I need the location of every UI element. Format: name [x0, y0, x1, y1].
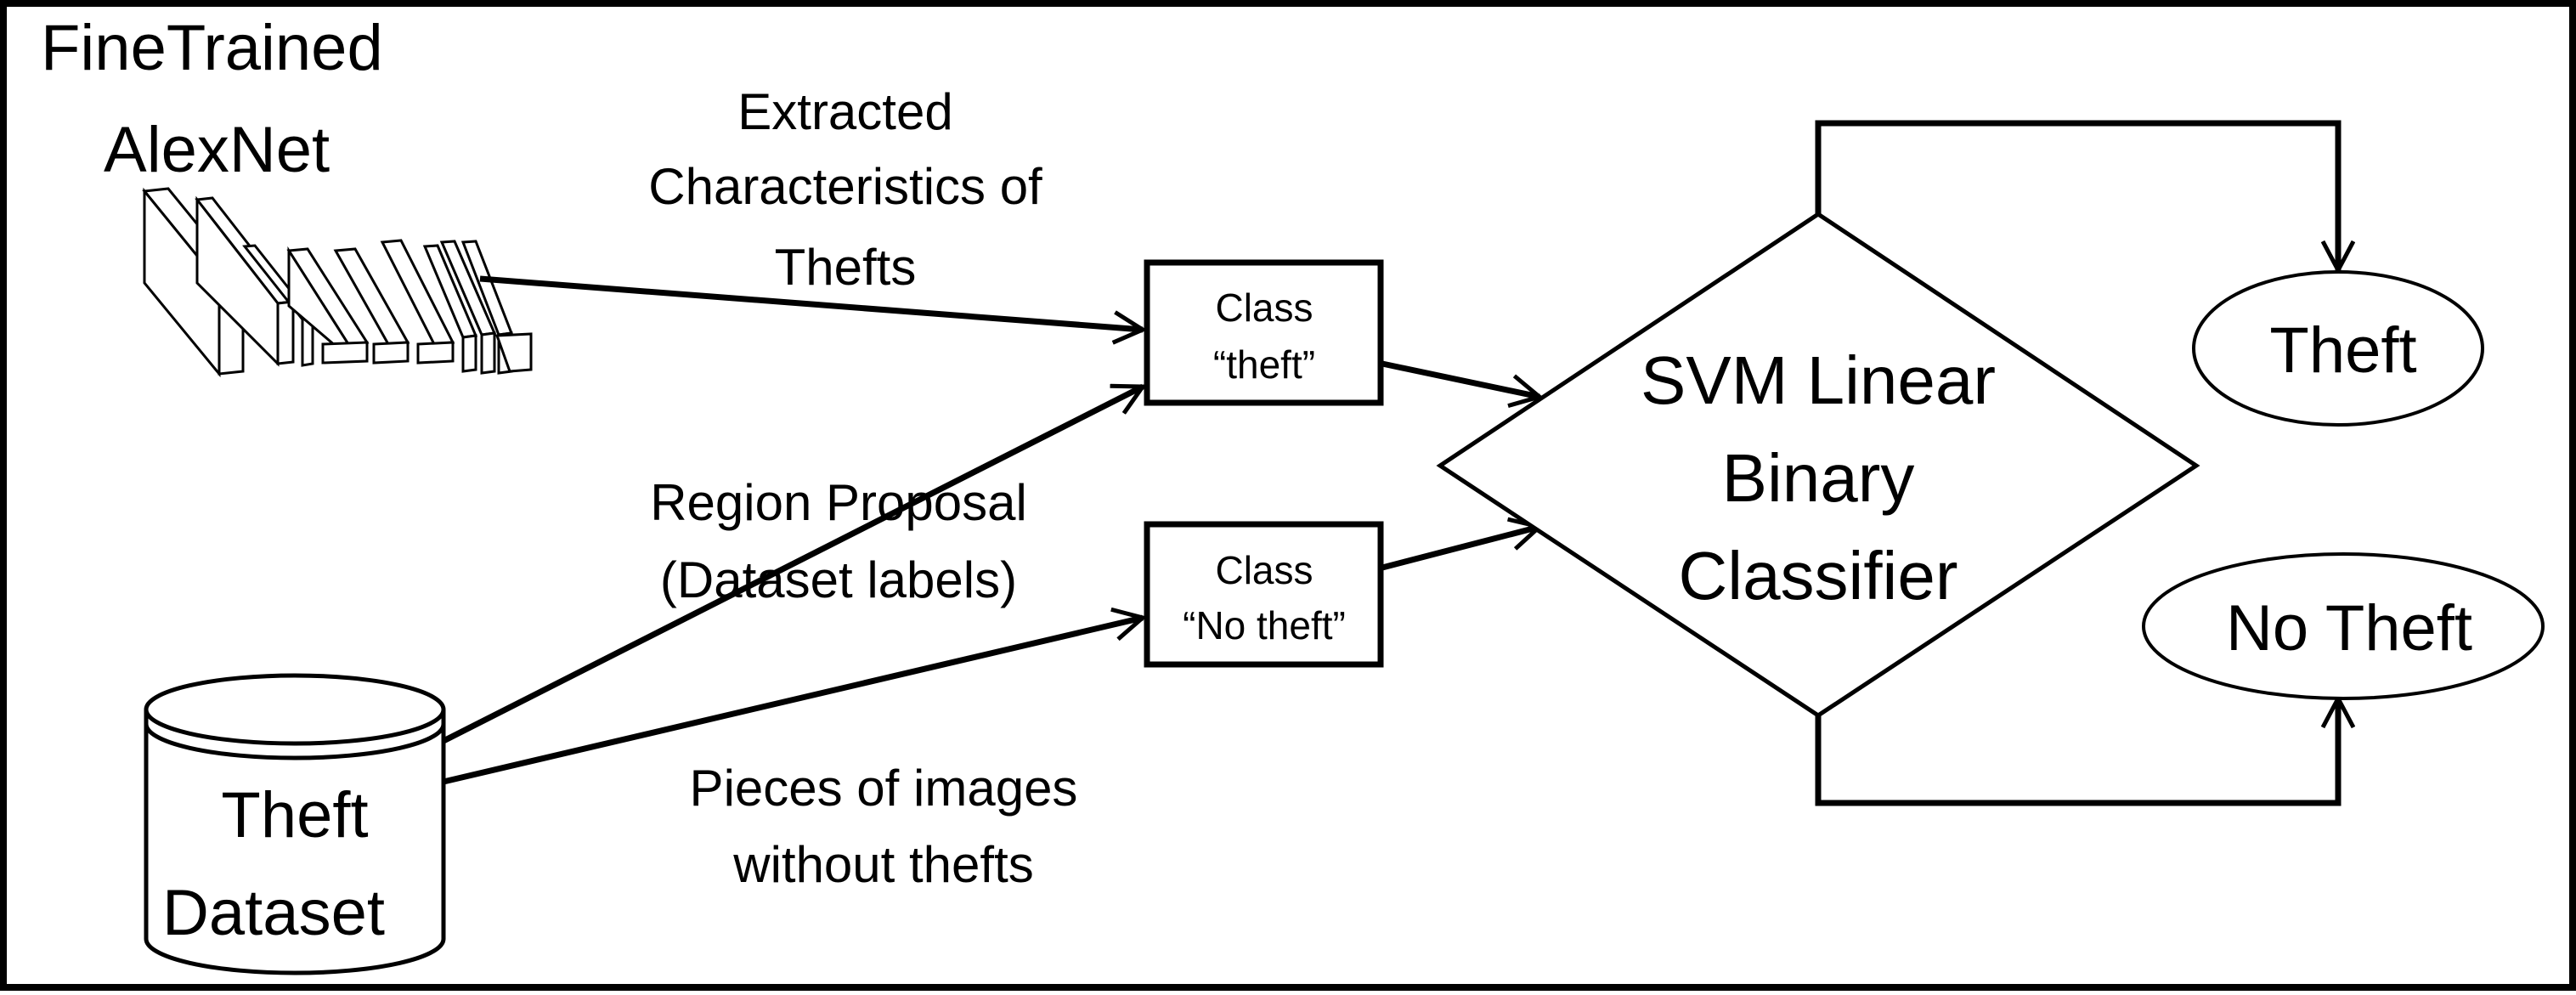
arrow-classifier-to-no-theft — [1815, 698, 2338, 806]
arrow-dataset-to-class-theft — [442, 387, 1143, 744]
class-no-theft-line2: “No theft” — [1183, 603, 1346, 647]
classifier-label-line3: Classifier — [1679, 538, 1958, 613]
arrow-class-no-theft-to-classifier — [1381, 527, 1539, 571]
theft-dataset-cylinder — [144, 673, 446, 975]
pieces-label-line2: without thefts — [732, 836, 1034, 893]
output-theft-label: Theft — [2269, 314, 2416, 387]
classifier-label-line2: Binary — [1722, 440, 1915, 516]
class-theft-line2: “theft” — [1213, 342, 1315, 387]
alexnet-network-icon — [142, 187, 533, 378]
dataset-label-line2: Dataset — [162, 877, 385, 949]
dataset-label-line1: Theft — [221, 779, 368, 851]
extracted-label-line1: Extracted — [737, 83, 952, 140]
extracted-label-line2: Characteristics of — [648, 158, 1042, 215]
class-theft-line1: Class — [1215, 285, 1313, 330]
region-label-line1: Region Proposal — [650, 474, 1027, 531]
output-theft-ellipse — [2192, 270, 2484, 427]
class-no-theft-box — [1144, 521, 1384, 668]
alexnet-title-line2: AlexNet — [104, 114, 330, 186]
arrow-alexnet-to-class-theft — [479, 275, 1143, 330]
output-no-theft-ellipse — [2142, 552, 2545, 700]
class-theft-box — [1144, 259, 1384, 406]
extracted-label-line3: Thefts — [775, 239, 917, 296]
pieces-label-line1: Pieces of images — [690, 760, 1078, 817]
arrow-classifier-to-theft — [1815, 120, 2338, 270]
classifier-label-line1: SVM Linear — [1641, 342, 1996, 418]
arrow-class-theft-to-classifier — [1381, 360, 1539, 397]
alexnet-title-line1: FineTrained — [41, 12, 383, 84]
region-label-line2: (Dataset labels) — [660, 551, 1017, 608]
class-no-theft-line1: Class — [1215, 548, 1313, 592]
arrow-dataset-to-class-no-theft — [443, 618, 1143, 785]
output-no-theft-label: No Theft — [2226, 592, 2472, 664]
